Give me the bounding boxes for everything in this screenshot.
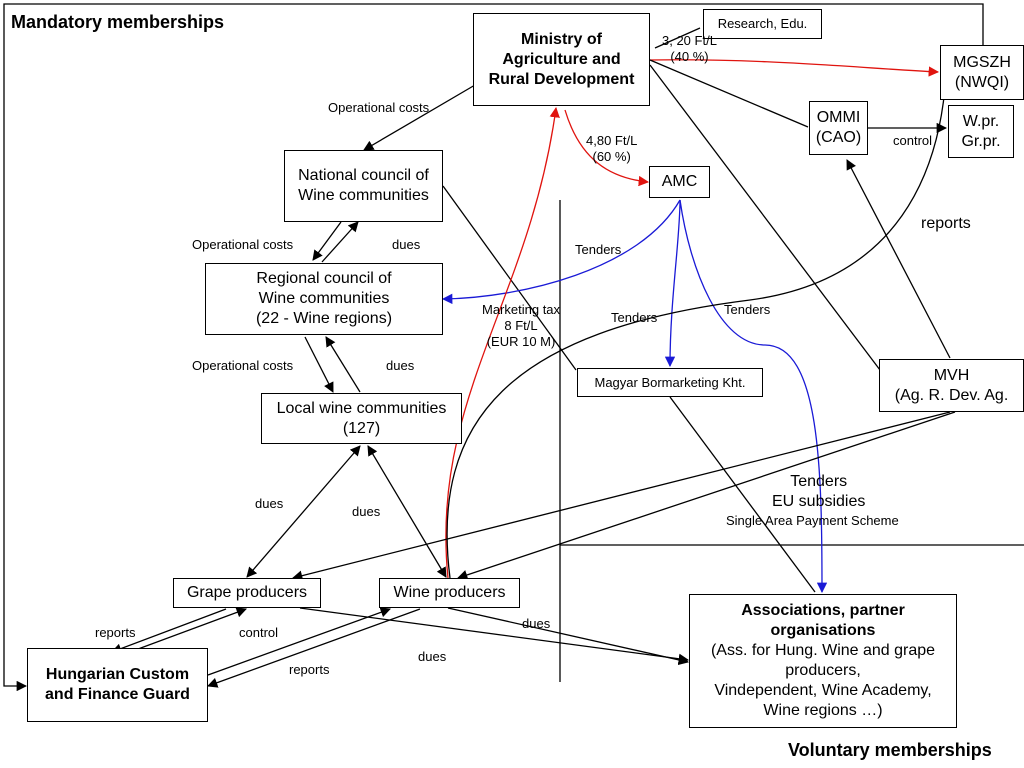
- local-communities-box: Local wine communities (127): [261, 393, 462, 444]
- research-box: Research, Edu.: [703, 9, 822, 39]
- customs-grape-control-arrow: [129, 607, 247, 653]
- national-regional-arrow-2: [321, 221, 359, 263]
- amc-regional-tenders-arrow: [441, 199, 681, 305]
- ministry-mgszh-arrow: [649, 59, 940, 77]
- wine-producers-box: Wine producers: [379, 578, 520, 608]
- control-label-2: control: [239, 625, 279, 640]
- associations-box: Associations, partner organisations (Ass…: [689, 594, 957, 728]
- amc-box: AMC: [649, 166, 710, 198]
- dues-label-3: dues: [255, 496, 284, 511]
- customs-box: Hungarian Custom and Finance Guard: [27, 648, 208, 722]
- ministry-box: Ministry of Agriculture and Rural Develo…: [473, 13, 650, 106]
- mgszh-box: MGSZH (NWQI): [940, 45, 1024, 100]
- associations-title: Associations, partner organisations: [741, 602, 905, 639]
- tenders-label-2: Tenders: [611, 310, 658, 325]
- grape-producers-box: Grape producers: [173, 578, 321, 608]
- operational-costs-label-3: Operational costs: [192, 358, 294, 373]
- national-bormarketing-line: [442, 185, 577, 371]
- ministry-mvh-line: [649, 64, 881, 371]
- mandatory-memberships-title: Mandatory memberships: [11, 12, 225, 32]
- mandatory-frame: [3, 3, 984, 692]
- bormarketing-box: Magyar Bormarketing Kht.: [577, 368, 763, 397]
- associations-body: (Ass. for Hung. Wine and grape producers…: [710, 642, 936, 719]
- voluntary-memberships-title: Voluntary memberships: [788, 740, 992, 760]
- regional-local-arrow-1: [304, 336, 334, 393]
- wpr-grpr-box: W.pr. Gr.pr.: [948, 105, 1014, 158]
- dues-label-4: dues: [352, 504, 381, 519]
- tenders-eu-label: Tenders EU subsidies: [772, 473, 866, 510]
- amc-bormarketing-tenders-arrow: [664, 199, 681, 368]
- grape-associations-dues-arrow: [299, 607, 690, 664]
- tenders-label-1: Tenders: [575, 242, 622, 257]
- customs-wine-control-arrow: [207, 607, 391, 676]
- single-area-label: Single Area Payment Scheme: [726, 513, 899, 528]
- wine-local-dues-arrow: [367, 445, 447, 578]
- national-council-box: National council of Wine communities: [284, 150, 443, 222]
- mvh-box: MVH (Ag. R. Dev. Ag.: [879, 359, 1024, 412]
- reports-label-3: reports: [289, 662, 330, 677]
- amc-associations-tenders-arrow: [679, 199, 828, 594]
- dues-label-1: dues: [392, 237, 421, 252]
- mvh-wine-arrow: [457, 411, 956, 580]
- marketing-tax-label: Marketing tax 8 Ft/L (EUR 10 M): [482, 302, 561, 349]
- operational-costs-label-2: Operational costs: [192, 237, 294, 252]
- ministry-amc-arrow: [564, 109, 650, 187]
- operational-costs-label-1: Operational costs: [328, 100, 430, 115]
- grape-local-dues-arrow: [246, 445, 361, 578]
- amc-fee-label: 4,80 Ft/L (60 %): [586, 133, 638, 164]
- bormarketing-associations-line: [669, 396, 816, 593]
- national-regional-arrow-1: [312, 221, 342, 261]
- mvh-ommi-arrow: [846, 159, 951, 359]
- research-fee-label: 3, 20 Ft/L (40 %): [662, 33, 717, 64]
- tenders-label-3: Tenders: [724, 302, 771, 317]
- control-label-1: control: [893, 133, 933, 148]
- ministry-research-line: [654, 27, 701, 49]
- dues-label-2: dues: [386, 358, 415, 373]
- marketing-tax-arrow: [445, 106, 560, 579]
- ministry-ommi-line: [649, 59, 809, 128]
- grape-customs-reports-arrow: [111, 608, 227, 654]
- ommi-box: OMMI (CAO): [809, 101, 868, 155]
- operational-costs-arrow-1: [363, 84, 476, 151]
- wine-customs-reports-arrow: [207, 608, 421, 688]
- dues-label-5: dues: [522, 616, 551, 631]
- regional-local-arrow-2: [325, 336, 361, 393]
- wine-associations-dues-arrow: [447, 607, 690, 666]
- reports-label-1: reports: [921, 215, 971, 232]
- dues-label-6: dues: [418, 649, 447, 664]
- regional-council-box: Regional council of Wine communities (22…: [205, 263, 443, 335]
- reports-label-2: reports: [95, 625, 136, 640]
- wine-mgszh-reports-arrow: [446, 73, 951, 579]
